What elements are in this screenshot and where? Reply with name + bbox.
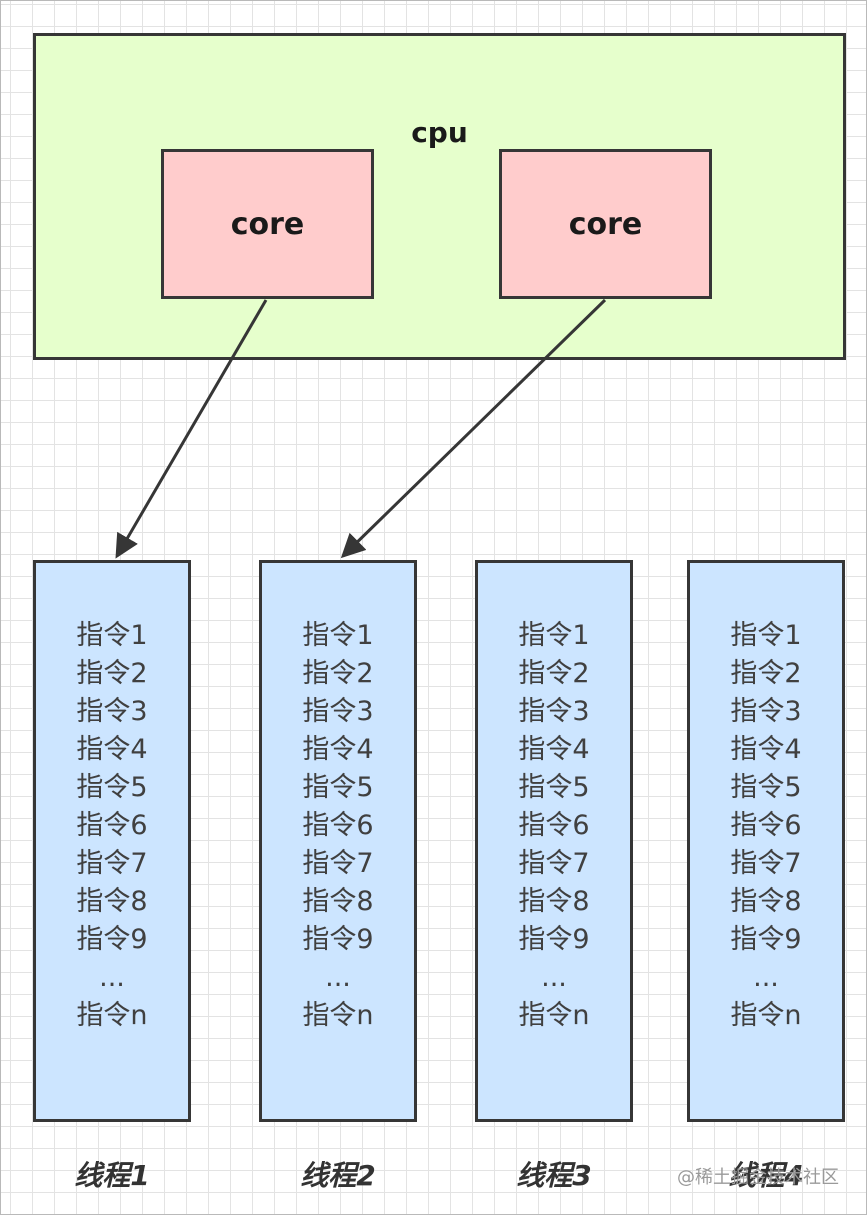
- core-box-2: core: [499, 149, 712, 299]
- thread-box-3: 指令1 指令2 指令3 指令4 指令5 指令6 指令7 指令8 指令9 ... …: [475, 560, 633, 1122]
- thread-box-2: 指令1 指令2 指令3 指令4 指令5 指令6 指令7 指令8 指令9 ... …: [259, 560, 417, 1122]
- instruction-item: 指令5: [76, 772, 148, 803]
- instruction-item: 指令1: [302, 620, 374, 651]
- instruction-item: 指令n: [518, 1000, 590, 1031]
- instruction-item: 指令3: [518, 696, 590, 727]
- instruction-item: 指令4: [76, 734, 148, 765]
- thread-label-2: 线程2: [300, 1159, 376, 1192]
- instruction-item: 指令5: [518, 772, 590, 803]
- instruction-item: 指令6: [730, 810, 802, 841]
- instruction-item: 指令1: [730, 620, 802, 651]
- instruction-item: 指令6: [302, 810, 374, 841]
- instruction-item: 指令1: [518, 620, 590, 651]
- core-label: core: [230, 206, 305, 242]
- instruction-item: 指令3: [76, 696, 148, 727]
- instruction-item: 指令8: [518, 886, 590, 917]
- arrow-core1-to-thread1: [115, 299, 268, 559]
- thread-label-4: 线程4: [728, 1159, 804, 1192]
- instruction-list: 指令1 指令2 指令3 指令4 指令5 指令6 指令7 指令8 指令9 ... …: [36, 617, 188, 1035]
- instruction-item: 指令n: [730, 1000, 802, 1031]
- instruction-item: 指令9: [76, 924, 148, 955]
- instruction-item: 指令8: [730, 886, 802, 917]
- instruction-item: 指令n: [76, 1000, 148, 1031]
- instruction-item: 指令4: [730, 734, 802, 765]
- instruction-item: ...: [541, 962, 567, 993]
- instruction-item: 指令9: [302, 924, 374, 955]
- cpu-label: cpu: [411, 116, 468, 149]
- instruction-item: 指令7: [302, 848, 374, 879]
- instruction-item: 指令4: [518, 734, 590, 765]
- instruction-item: 指令6: [76, 810, 148, 841]
- core-box-1: core: [161, 149, 374, 299]
- thread-label-3: 线程3: [516, 1159, 592, 1192]
- instruction-item: 指令3: [302, 696, 374, 727]
- instruction-item: 指令2: [518, 658, 590, 689]
- instruction-item: 指令2: [76, 658, 148, 689]
- instruction-item: 指令8: [302, 886, 374, 917]
- instruction-item: 指令2: [302, 658, 374, 689]
- instruction-item: 指令n: [302, 1000, 374, 1031]
- instruction-item: 指令7: [518, 848, 590, 879]
- instruction-item: 指令9: [730, 924, 802, 955]
- instruction-item: 指令1: [76, 620, 148, 651]
- arrow-core2-to-thread2: [340, 298, 607, 559]
- instruction-item: 指令4: [302, 734, 374, 765]
- watermark-text: @稀土掘金技术社区: [677, 1167, 839, 1188]
- instruction-item: 指令9: [518, 924, 590, 955]
- instruction-item: 指令7: [76, 848, 148, 879]
- instruction-item: 指令2: [730, 658, 802, 689]
- instruction-item: 指令3: [730, 696, 802, 727]
- instruction-list: 指令1 指令2 指令3 指令4 指令5 指令6 指令7 指令8 指令9 ... …: [478, 617, 630, 1035]
- thread-label-1: 线程1: [74, 1159, 150, 1192]
- instruction-item: 指令6: [518, 810, 590, 841]
- instruction-item: ...: [99, 962, 125, 993]
- instruction-list: 指令1 指令2 指令3 指令4 指令5 指令6 指令7 指令8 指令9 ... …: [690, 617, 842, 1035]
- instruction-item: ...: [325, 962, 351, 993]
- thread-box-1: 指令1 指令2 指令3 指令4 指令5 指令6 指令7 指令8 指令9 ... …: [33, 560, 191, 1122]
- instruction-item: ...: [753, 962, 779, 993]
- instruction-item: 指令5: [302, 772, 374, 803]
- instruction-item: 指令5: [730, 772, 802, 803]
- instruction-list: 指令1 指令2 指令3 指令4 指令5 指令6 指令7 指令8 指令9 ... …: [262, 617, 414, 1035]
- core-label: core: [568, 206, 643, 242]
- thread-box-4: 指令1 指令2 指令3 指令4 指令5 指令6 指令7 指令8 指令9 ... …: [687, 560, 845, 1122]
- instruction-item: 指令7: [730, 848, 802, 879]
- instruction-item: 指令8: [76, 886, 148, 917]
